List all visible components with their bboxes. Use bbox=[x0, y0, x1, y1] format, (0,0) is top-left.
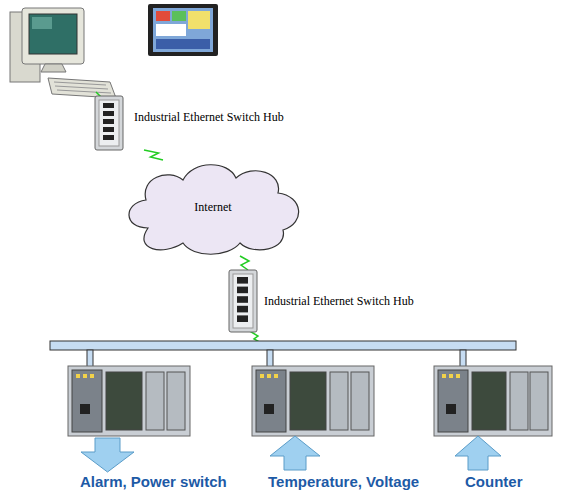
plc-module bbox=[146, 372, 164, 430]
io-label: Counter bbox=[465, 473, 523, 490]
monitor bbox=[22, 8, 84, 64]
output-arrow bbox=[81, 438, 134, 472]
switch-port bbox=[103, 111, 114, 116]
plc-unit bbox=[68, 366, 190, 436]
led bbox=[260, 374, 264, 378]
cloud-label: Internet bbox=[118, 200, 308, 215]
switch-body bbox=[229, 270, 257, 332]
bus-drop bbox=[87, 350, 93, 368]
plc-unit bbox=[252, 366, 374, 436]
bus-drop bbox=[460, 350, 466, 368]
port bbox=[264, 404, 274, 414]
input-arrow bbox=[270, 436, 320, 470]
panel-tile bbox=[172, 11, 186, 21]
plc-cpu bbox=[438, 370, 468, 432]
plc-slot bbox=[106, 372, 142, 430]
device-label: Industrial Ethernet Switch Hub bbox=[264, 294, 414, 309]
port bbox=[80, 404, 90, 414]
panel-tile bbox=[156, 24, 186, 36]
switch-port bbox=[237, 277, 248, 284]
led bbox=[76, 374, 80, 378]
monitor-screen bbox=[29, 14, 77, 54]
plc-module bbox=[510, 372, 528, 430]
plc-cpu bbox=[256, 370, 286, 432]
switch-port bbox=[103, 127, 114, 132]
switch-port bbox=[237, 315, 248, 322]
switch-port bbox=[237, 287, 248, 294]
input-arrow bbox=[455, 436, 501, 470]
led bbox=[456, 374, 460, 378]
switch-body bbox=[95, 96, 123, 150]
network-link bbox=[240, 256, 249, 270]
keyboard bbox=[48, 78, 116, 98]
led bbox=[449, 374, 453, 378]
io-label: Temperature, Voltage bbox=[268, 473, 419, 490]
switch-face bbox=[233, 274, 253, 328]
plc-cpu bbox=[72, 370, 102, 432]
plc-body bbox=[434, 366, 552, 436]
network-link bbox=[144, 150, 163, 160]
plc-slot bbox=[472, 372, 506, 430]
device-label: Industrial Ethernet Switch Hub bbox=[134, 110, 284, 125]
computer bbox=[10, 8, 116, 98]
switch-port bbox=[237, 296, 248, 303]
internet-cloud: Internet bbox=[118, 158, 308, 258]
screen-glare bbox=[32, 17, 52, 29]
plc-body bbox=[252, 366, 374, 436]
monitor-stand bbox=[41, 64, 66, 72]
plc-module bbox=[351, 372, 369, 430]
led bbox=[83, 374, 87, 378]
port bbox=[446, 404, 456, 414]
switch-hub: Industrial Ethernet Switch Hub bbox=[92, 94, 342, 152]
panel-tile bbox=[156, 39, 210, 49]
plc-module bbox=[167, 372, 185, 430]
keyboard-keys bbox=[54, 82, 111, 93]
plc-body bbox=[68, 366, 190, 436]
plc-module bbox=[330, 372, 348, 430]
ethernet-bus bbox=[50, 341, 516, 350]
touch-panel bbox=[148, 4, 218, 56]
switch-face bbox=[99, 100, 119, 146]
plc-module bbox=[530, 372, 548, 430]
switch-hub: Industrial Ethernet Switch Hub bbox=[226, 268, 476, 334]
switch-port bbox=[103, 119, 114, 124]
led bbox=[267, 374, 271, 378]
switch-port bbox=[103, 103, 114, 108]
panel-screen bbox=[153, 8, 213, 52]
plc-slot bbox=[290, 372, 326, 430]
panel-tile bbox=[188, 11, 210, 29]
switch-port bbox=[103, 135, 114, 140]
panel-tile bbox=[156, 11, 170, 21]
panel-frame bbox=[148, 4, 218, 56]
plc-unit bbox=[434, 366, 552, 436]
led bbox=[90, 374, 94, 378]
bus-drop bbox=[267, 350, 273, 368]
io-label: Alarm, Power switch bbox=[80, 473, 227, 490]
led bbox=[274, 374, 278, 378]
led bbox=[442, 374, 446, 378]
switch-port bbox=[237, 306, 248, 313]
